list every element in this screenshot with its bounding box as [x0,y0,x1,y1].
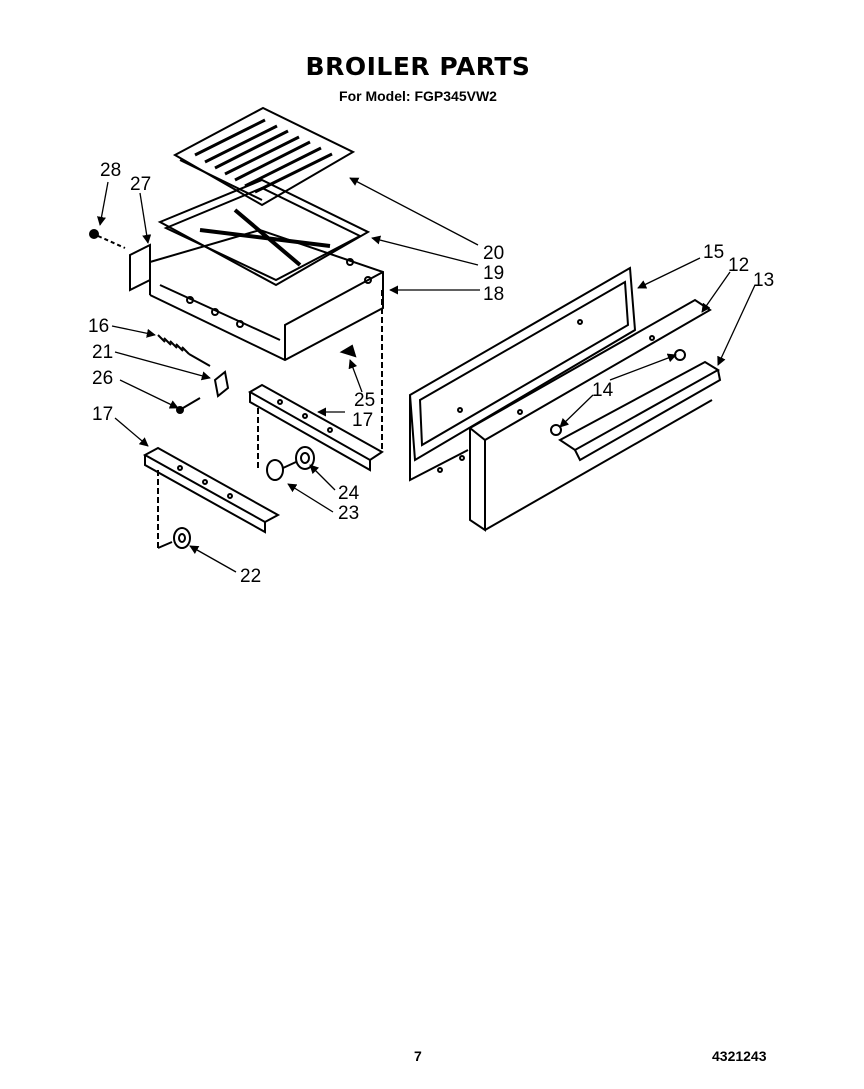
drawer-handle-part [558,360,722,462]
callout-15: 15 [703,242,724,263]
callout-12: 12 [728,255,749,276]
callout-19: 19 [483,263,504,284]
screw-part [89,229,357,414]
callout-13: 13 [753,270,774,291]
roller-part [266,446,315,481]
callout-21: 21 [92,342,113,363]
slide-rail-left-part [142,446,281,548]
callout-28: 28 [100,160,121,181]
callout-22: 22 [240,566,261,587]
callout-labels: 28 27 20 19 18 16 21 26 25 17 17 24 23 2… [88,160,774,587]
callout-26: 26 [92,368,113,389]
callout-20: 20 [483,243,504,264]
latch-part [213,370,230,398]
page-number: 7 [414,1048,422,1064]
callout-23: 23 [338,503,359,524]
broiler-pan-part [157,178,371,287]
broiler-grid-part [172,106,356,207]
page-title: BROILER PARTS [305,52,531,81]
callout-18: 18 [483,284,504,305]
model-subtitle: For Model: FGP345VW2 [339,88,497,104]
broiler-drawer-part [129,228,384,362]
callout-27: 27 [130,174,151,195]
callout-16: 16 [88,316,109,337]
document-number: 4321243 [712,1048,767,1064]
spring-part [157,334,211,367]
callout-leaders [97,177,756,573]
callout-25: 25 [354,390,375,411]
drawer-front-panel-part [468,298,713,532]
callout-17-right: 17 [352,410,373,431]
callout-17-left: 17 [92,404,113,425]
roller-lower-part [157,527,191,549]
callout-14: 14 [592,380,614,401]
callout-24: 24 [338,483,360,504]
slide-rail-right-part [247,290,384,472]
drawer-panel-inner-part [408,266,637,482]
